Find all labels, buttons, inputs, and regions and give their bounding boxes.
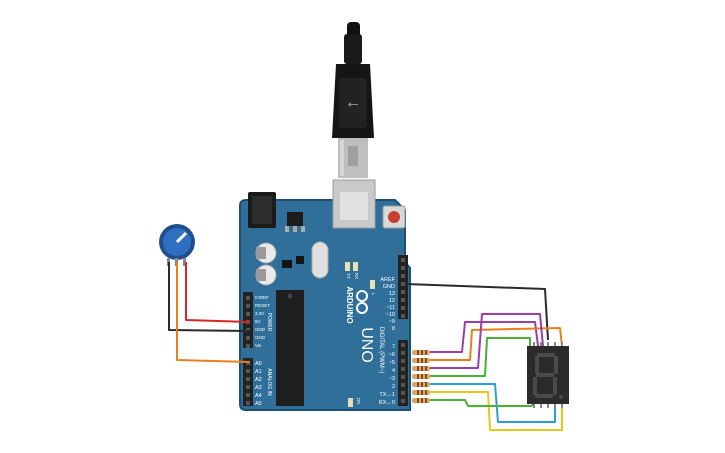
digital-header-top: [398, 255, 408, 319]
pin-label: Vin: [255, 343, 262, 348]
atmega-chip: [276, 290, 304, 406]
pin-label: A2: [255, 377, 262, 383]
reset-button[interactable]: [382, 205, 406, 229]
capacitor: [255, 264, 277, 286]
dc-power-jack: [248, 192, 276, 228]
wire-gnd[interactable]: [405, 283, 549, 341]
wire-seg-g[interactable]: [430, 399, 535, 407]
l-label: L: [371, 293, 376, 296]
seven-segment-digit: [533, 353, 563, 399]
analog-section-title: ANALOG IN: [266, 368, 272, 396]
pin-label: 12: [389, 298, 395, 304]
pin-label: RESET: [255, 303, 270, 308]
model-label: UNO: [358, 327, 375, 363]
pin-label: A1: [255, 369, 262, 375]
power-section-title: POWER: [266, 313, 272, 332]
wire-seg-a[interactable]: [430, 321, 539, 353]
led-rx: [353, 262, 358, 271]
wires: [168, 262, 563, 431]
pin-label: 7: [392, 344, 395, 350]
pin-label: GND: [255, 327, 266, 332]
pin-label: A3: [255, 385, 262, 391]
pin-label: 4: [392, 368, 395, 374]
usb-cable[interactable]: ⭠: [332, 22, 374, 178]
pin-label: GND: [255, 335, 266, 340]
wire-seg-f[interactable]: [430, 391, 563, 431]
wire-a0[interactable]: [176, 262, 251, 363]
pin-label: ~5: [389, 360, 395, 366]
usb-symbol-icon: ⭠: [347, 95, 358, 111]
digital-header-bottom: [398, 340, 408, 406]
wire-seg-b[interactable]: [430, 327, 563, 361]
capacitor: [255, 242, 277, 264]
pin-label: ~11: [386, 305, 395, 311]
potentiometer[interactable]: [159, 224, 195, 266]
crystal-oscillator: [311, 241, 329, 279]
usb-b-port: [332, 179, 376, 229]
pin-label: 5V: [255, 319, 261, 324]
pin-label: A5: [255, 401, 262, 407]
pin-label: ~6: [389, 352, 395, 358]
pin-label: IOREF: [255, 295, 269, 300]
pin-label: 8: [392, 326, 395, 332]
pin-label: ~9: [389, 319, 395, 325]
led-on: [348, 398, 353, 407]
pin-label: RX←0: [379, 400, 395, 406]
pin-label: AREF: [380, 277, 395, 283]
pin-label: A4: [255, 393, 262, 399]
wire-seg-c[interactable]: [430, 313, 544, 369]
pin-label: A0: [255, 361, 262, 367]
wire-pot-gnd[interactable]: [168, 262, 251, 332]
voltage-regulator: [287, 212, 303, 226]
pin-label: 2: [392, 384, 395, 390]
wire-seg-e[interactable]: [430, 383, 556, 423]
arduino-uno-board[interactable]: AREF GND 13 12 ~11 ~10 ~9 8 7 ~6 ~5 4 ~3…: [239, 179, 411, 411]
rx-label: RX: [354, 273, 359, 279]
resistor-array[interactable]: [412, 350, 430, 403]
pin-label: GND: [383, 284, 395, 290]
brand-label: ARDUINO: [345, 286, 354, 323]
led-tx: [345, 262, 350, 271]
wire-seg-d[interactable]: [430, 337, 531, 377]
led-l: [370, 280, 375, 289]
arduino-logo-icon: [356, 290, 368, 314]
pin-label: TX→1: [379, 392, 395, 398]
pin-label: 3.3V: [255, 311, 264, 316]
on-label: ON: [356, 398, 361, 405]
tx-label: TX: [346, 273, 351, 279]
analog-header: [243, 358, 253, 406]
wire-5v[interactable]: [185, 262, 251, 323]
pin-label: ~10: [386, 312, 395, 318]
pin-label: ~3: [389, 376, 395, 382]
pin-label: 13: [389, 291, 395, 297]
seven-segment-display[interactable]: [527, 342, 569, 408]
digital-section-title: DIGITAL (PWM~): [378, 327, 384, 374]
